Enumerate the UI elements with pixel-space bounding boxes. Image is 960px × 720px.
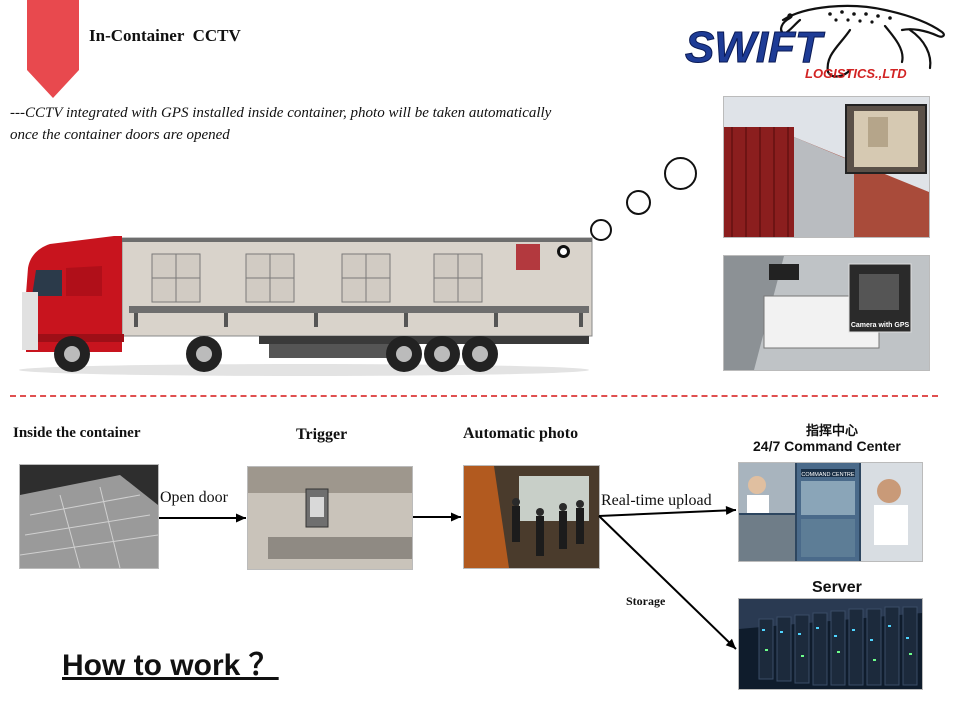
server-title: Server (812, 579, 862, 596)
truck-illustration (19, 236, 593, 376)
arrow-storage-head (725, 638, 736, 649)
real-time-upload-label: Real-time upload (601, 492, 712, 509)
thought-bubble-1 (557, 245, 570, 258)
description-line-1: ---CCTV integrated with GPS installed in… (10, 105, 552, 121)
thought-bubble-3 (626, 190, 651, 215)
command-center-title-cn: 指挥中心 (806, 423, 859, 438)
automatic-photo (463, 465, 600, 569)
camera-with-gps-photo: Camera with GPS (723, 255, 930, 371)
camera-caption: Camera with GPS (851, 322, 910, 329)
thought-bubble-4 (664, 157, 697, 190)
how-to-work-heading: How to work ？ (62, 649, 279, 682)
trigger-photo (247, 466, 413, 570)
cheetah-icon (780, 4, 945, 78)
command-centre-screen-text: COMMAND CENTRE (801, 472, 854, 478)
arrow-to-photo-head (451, 512, 461, 522)
arrow-real-time-upload-head (725, 505, 736, 515)
swift-logistics-logo: SWIFT LOGISTICS.,LTD (685, 4, 945, 81)
step-2-title: Trigger (296, 426, 348, 443)
command-center-title-en: 24/7 Command Center (753, 438, 901, 454)
slide-title: In-Container CCTV (89, 26, 241, 45)
arrow-real-time-upload (598, 509, 737, 517)
command-center-photo: COMMAND CENTRE (738, 462, 923, 562)
arrow-open-door-head (236, 513, 246, 523)
arrow-storage (598, 515, 737, 650)
container-camera-photo (723, 96, 930, 238)
open-door-label: Open door (160, 489, 228, 506)
server-photo (738, 598, 923, 690)
section-divider (10, 395, 938, 397)
thought-bubble-2 (590, 219, 612, 241)
bookmark-ribbon (27, 0, 79, 98)
step-1-title: Inside the container (13, 425, 141, 441)
storage-label: Storage (626, 594, 666, 608)
inside-container-photo (19, 464, 159, 569)
logo-subtitle-text: LOGISTICS.,LTD (805, 66, 907, 81)
description-line-2: once the container doors are opened (10, 127, 230, 143)
step-3-title: Automatic photo (463, 425, 579, 442)
logo-brand-text: SWIFT (685, 23, 825, 72)
description: ---CCTV integrated with GPS installed in… (10, 102, 700, 146)
